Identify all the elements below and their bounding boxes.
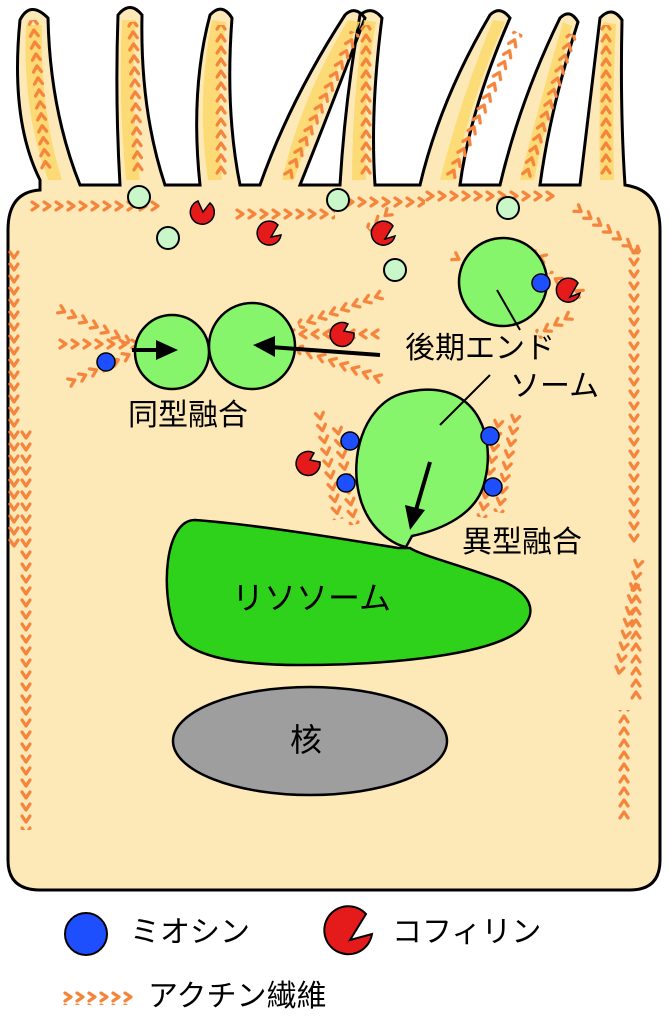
fusing-endosome <box>355 388 490 549</box>
heterotypic-fusion-label: 異型融合 <box>462 525 582 560</box>
nucleus <box>171 685 449 797</box>
legend-myosin-icon <box>64 912 108 956</box>
fusion-arrows <box>132 336 381 360</box>
lysosome-label: リソソーム <box>232 579 392 617</box>
nucleus-label: 核 <box>290 721 323 759</box>
legend-myosin-label: ミオシン <box>130 915 250 950</box>
cofilin-markers <box>189 200 582 477</box>
legend-cofilin-icon <box>323 905 374 956</box>
late-endosome-label-line2: ソーム <box>510 369 600 404</box>
endosome-right <box>207 301 297 391</box>
legend-icons <box>63 905 374 1005</box>
heterotypic-arrow <box>405 461 432 530</box>
late-endosome-label-line1: 後期エンド <box>405 331 555 366</box>
small-vesicles <box>127 185 520 282</box>
legend-cofilin-label: コフィリン <box>392 915 542 950</box>
myosin-markers <box>96 273 551 497</box>
lysosome <box>165 518 532 667</box>
homotypic-fusion-label: 同型融合 <box>128 398 248 433</box>
actin-filaments <box>8 19 645 830</box>
legend-actin-icon <box>63 991 133 1005</box>
legend-actin-label: アクチン繊維 <box>148 979 327 1014</box>
label-leader-lines <box>439 289 521 426</box>
